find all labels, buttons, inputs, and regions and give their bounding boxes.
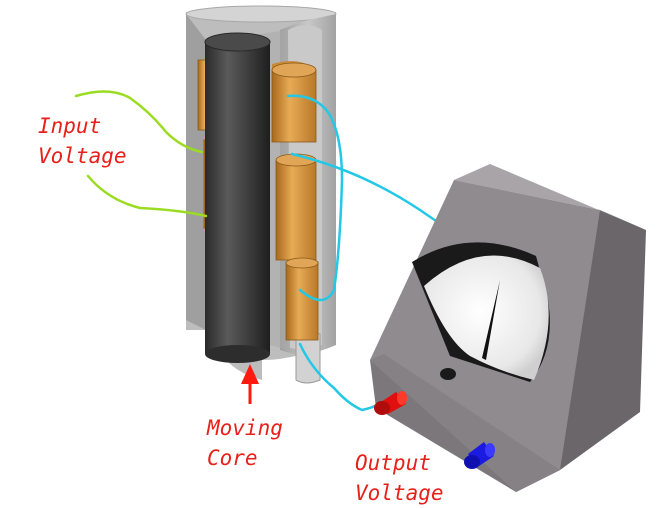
- input-voltage-line2: Voltage: [38, 144, 127, 168]
- moving-core-label: Moving Core: [207, 413, 283, 473]
- terminal-red: [374, 391, 407, 415]
- output-voltage-line1: Output: [355, 451, 431, 475]
- coil-right-bottom: [285, 257, 319, 341]
- moving-core-line2: Core: [207, 446, 258, 470]
- knob-icon: [440, 368, 456, 380]
- output-voltage-line2: Voltage: [355, 481, 444, 505]
- moving-core-line1: Moving: [207, 416, 283, 440]
- needle-icon: [482, 280, 500, 360]
- terminal-blue: [464, 442, 495, 469]
- input-voltage-label: Input Voltage: [38, 111, 127, 171]
- input-wires: [74, 90, 208, 218]
- coil-right-top: [271, 61, 317, 143]
- input-voltage-line1: Input: [38, 114, 102, 138]
- output-voltage-label: Output Voltage: [355, 448, 444, 508]
- voltmeter: [370, 164, 646, 492]
- coil-right-middle: [275, 153, 317, 261]
- meter-dial: [424, 255, 549, 380]
- up-arrow-icon: [241, 364, 259, 404]
- moving-core: [204, 32, 271, 363]
